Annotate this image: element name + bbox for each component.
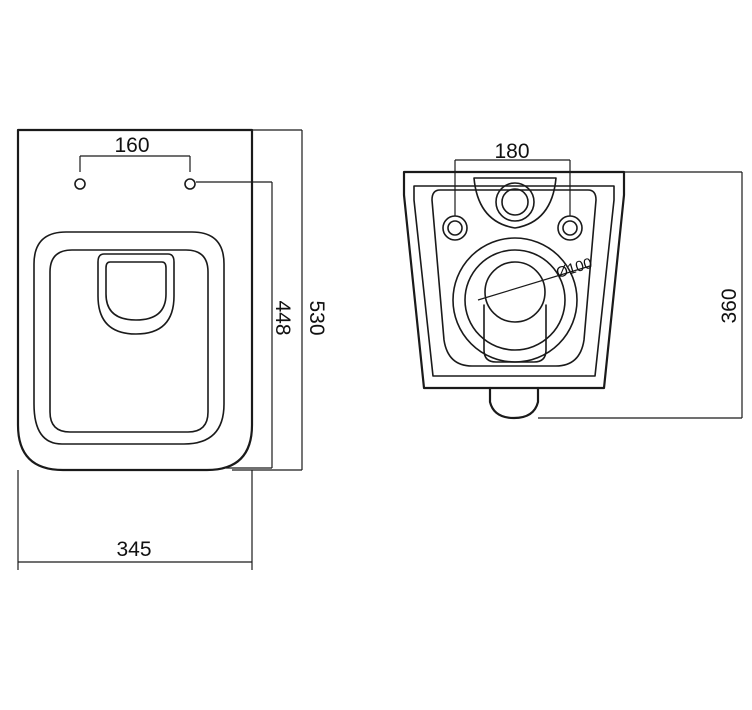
dim-label-360: 360: [718, 288, 741, 323]
dim-label-448: 448: [271, 300, 294, 335]
front-view-mounting-hole-right-inner: [562, 220, 578, 236]
front-view-flush-inlet-inner: [501, 188, 529, 216]
front-view-bowl-outer: [452, 237, 578, 363]
front-view-flush-inlet-outer: [495, 182, 535, 222]
dim-label-160: 160: [114, 134, 149, 157]
top-view-mounting-hole-left: [74, 178, 86, 190]
front-view-flush-recess: [473, 177, 557, 229]
top-view-bowl-opening: [49, 249, 209, 433]
dim-label-530: 530: [305, 300, 328, 335]
top-view-trap-inner: [105, 261, 167, 321]
top-view-seat-outline: [33, 231, 225, 445]
top-view-outer-outline: [16, 128, 254, 472]
front-view-mounting-hole-right-outer: [557, 215, 583, 241]
dim-label-180: 180: [494, 140, 529, 163]
front-view-outlet-circle: [484, 261, 546, 323]
dim-label-diameter: Ø100: [554, 255, 594, 282]
top-view-trap-outer: [97, 253, 175, 335]
front-view-seat-outline: [431, 189, 597, 367]
front-view-inner-outline: [413, 185, 615, 377]
front-view: Ø100 180 360: [402, 140, 743, 420]
front-view-bowl-inner: [464, 249, 566, 351]
front-view-mounting-hole-left-outer: [442, 215, 468, 241]
dim-label-345: 345: [116, 538, 151, 561]
front-view-bottom-outlet: [488, 386, 540, 420]
front-view-trap-channel: [483, 304, 547, 363]
top-view-mounting-hole-right: [184, 178, 196, 190]
front-view-mounting-hole-left-inner: [447, 220, 463, 236]
front-view-outer-outline: [402, 170, 626, 390]
top-view: 160 448 530 345: [16, 128, 328, 570]
dim-line-diameter: [477, 265, 591, 301]
